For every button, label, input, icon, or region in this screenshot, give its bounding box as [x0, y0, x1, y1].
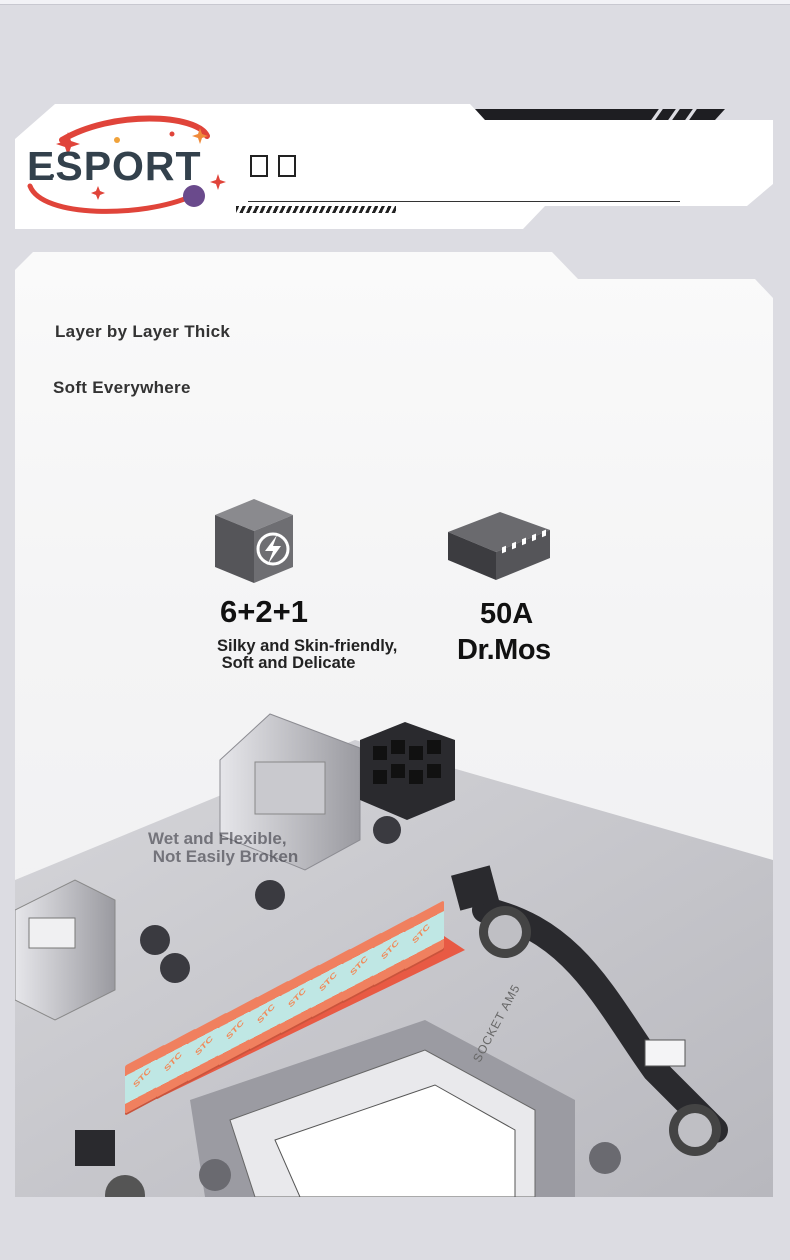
- vrm-label: STC: [255, 1001, 277, 1026]
- board-overlay-text: Wet and Flexible, Not Easily Broken: [148, 829, 299, 866]
- vrm-label: STC: [162, 1049, 184, 1074]
- vrm-label: STC: [379, 937, 401, 962]
- planet-icon: [183, 185, 205, 207]
- star-icon: [210, 174, 226, 190]
- vrm-label: STC: [348, 953, 370, 978]
- phase-description: Silky and Skin-friendly, Soft and Delica…: [217, 637, 398, 672]
- logo-text: ESPORT: [27, 143, 202, 189]
- missing-glyph: [250, 155, 268, 177]
- vrm-label: STC: [224, 1017, 246, 1042]
- missing-glyph: [278, 155, 296, 177]
- vrm-label: STC: [410, 921, 432, 946]
- vrm-label: STC: [193, 1033, 215, 1058]
- vrm-label: STC: [131, 1065, 153, 1090]
- vrm-label: STC: [286, 985, 308, 1010]
- drmos-chip-icon: [448, 512, 550, 580]
- star-icon: [91, 186, 105, 200]
- drmos-label: Dr.Mos: [457, 634, 551, 666]
- title-hatch: [236, 206, 396, 213]
- banner-stripe: [475, 109, 725, 120]
- power-cube-icon: [215, 499, 293, 583]
- page-title: [250, 155, 296, 177]
- star-icon: [192, 128, 208, 144]
- top-edge: [0, 0, 790, 5]
- star-icon: [56, 132, 80, 156]
- slogan-line-1: Layer by Layer Thick: [55, 322, 231, 341]
- vrm-label: STC: [317, 969, 339, 994]
- current-rating: 50A: [480, 598, 534, 630]
- phase-count: 6+2+1: [220, 594, 308, 629]
- esport-logo: [27, 115, 226, 214]
- title-underline: [248, 201, 680, 202]
- slogan-line-2: Soft Everywhere: [53, 378, 191, 397]
